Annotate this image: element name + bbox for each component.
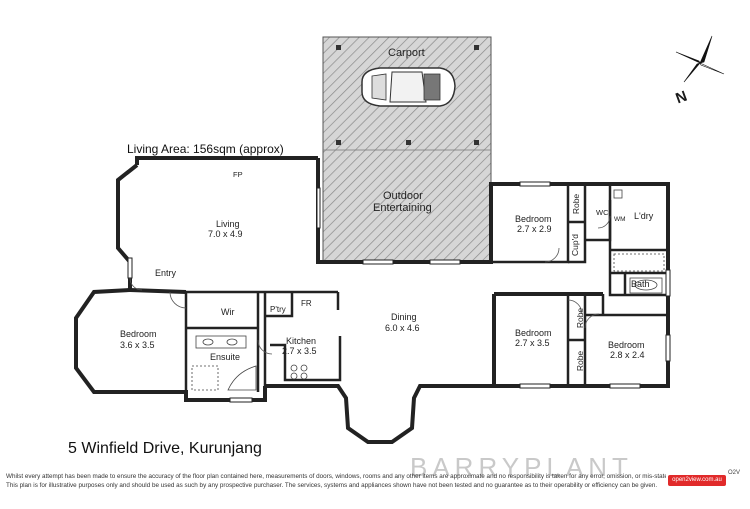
fixtures bbox=[191, 189, 665, 391]
ne-bedroom-size: 2.7 x 2.9 bbox=[517, 224, 552, 234]
bath-label: Bath bbox=[631, 279, 650, 289]
kitchen-size: 2.7 x 3.5 bbox=[282, 346, 317, 356]
ne-bedroom-name: Bedroom bbox=[515, 214, 552, 224]
wc-label: WC bbox=[596, 208, 609, 217]
property-address: 5 Winfield Drive, Kurunjang bbox=[68, 440, 262, 457]
robe-2-label: Robe bbox=[575, 307, 586, 329]
disclaimer: Whilst every attempt has been made to en… bbox=[6, 472, 666, 491]
ensuite-label: Ensuite bbox=[210, 352, 241, 362]
robe-3-label: Robe bbox=[575, 350, 586, 372]
wir-label: Wir bbox=[221, 307, 235, 317]
cupboard-label: Cup'd bbox=[569, 234, 580, 256]
main-bedroom-name: Bedroom bbox=[120, 329, 157, 339]
robe-1-label: Robe bbox=[571, 193, 582, 215]
mid-bedroom-name: Bedroom bbox=[515, 328, 552, 338]
stamp-logo: O2V bbox=[728, 470, 741, 476]
windows bbox=[127, 181, 671, 403]
brand-watermark: BARRYPLANT bbox=[410, 452, 633, 482]
carport-posts bbox=[336, 45, 479, 145]
wm-label: WM bbox=[614, 216, 626, 223]
fireplace-label: FP bbox=[233, 170, 243, 179]
entertaining-label: Entertaining bbox=[373, 202, 432, 214]
entry-label: Entry bbox=[155, 268, 177, 278]
dining-size: 6.0 x 4.6 bbox=[385, 323, 420, 333]
living-name: Living bbox=[216, 219, 240, 229]
fridge-label: FR bbox=[301, 299, 312, 308]
north-arrow-icon bbox=[675, 35, 725, 83]
dining-name: Dining bbox=[391, 312, 417, 322]
main-bedroom-size: 3.6 x 3.5 bbox=[120, 340, 155, 350]
carport-label: Carport bbox=[388, 47, 425, 59]
doors bbox=[129, 215, 611, 355]
se-bedroom-name: Bedroom bbox=[608, 340, 645, 350]
outdoor-text: Outdoor bbox=[383, 190, 423, 202]
living-area-label: Living Area: 156sqm (approx) bbox=[127, 142, 284, 156]
mid-bedroom-size: 2.7 x 3.5 bbox=[515, 338, 550, 348]
laundry-label: L'dry bbox=[634, 211, 654, 221]
pantry-label: P'try bbox=[270, 305, 286, 314]
car-icon bbox=[361, 67, 456, 107]
living-size: 7.0 x 4.9 bbox=[208, 229, 243, 239]
open2view-badge[interactable]: open2view.com.au bbox=[668, 475, 726, 486]
outdoor-label: Outdoor bbox=[383, 190, 423, 202]
kitchen-name: Kitchen bbox=[286, 336, 317, 346]
disclaimer-line-1: Whilst every attempt has been made to en… bbox=[6, 473, 666, 480]
disclaimer-line-2: This plan is for illustrative purposes o… bbox=[6, 482, 658, 490]
se-bedroom-size: 2.8 x 2.4 bbox=[610, 350, 645, 360]
